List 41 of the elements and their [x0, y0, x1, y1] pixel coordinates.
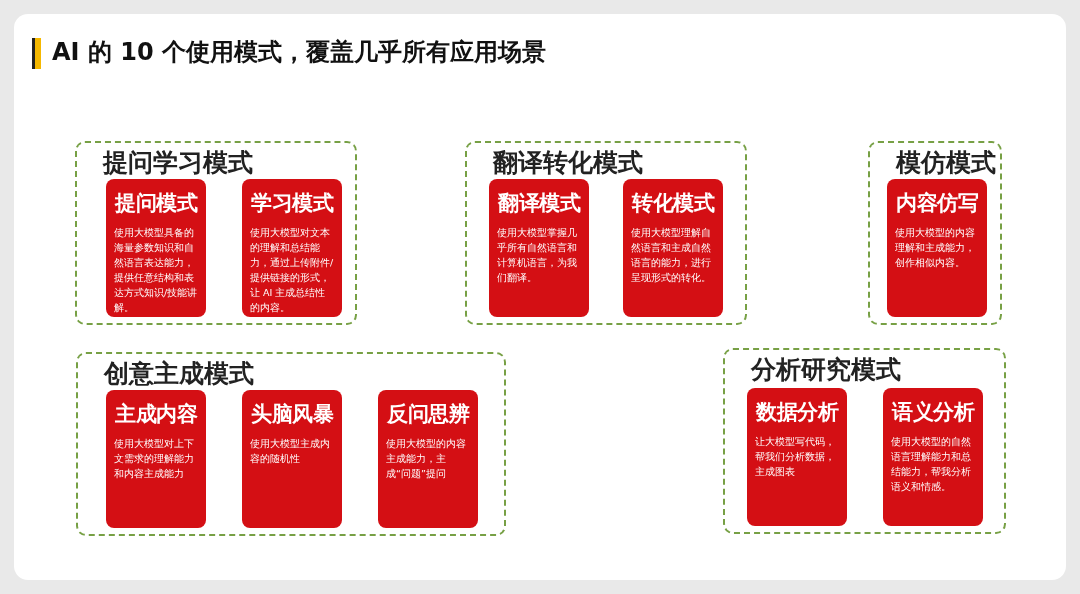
- card-description: 使用大模型具备的海量参数知识和自然语言表达能力，提供任意结构和表达方式知识/技能讲解。: [114, 226, 198, 315]
- mode-card: [747, 388, 847, 526]
- card-heading: 语义分析: [891, 399, 975, 426]
- group-heading: 分析研究模式: [751, 354, 901, 386]
- card-heading: 学习模式: [250, 190, 334, 217]
- title: AI 的 10 个使用模式，覆盖几乎所有应用场景: [52, 37, 546, 68]
- group-frame: [76, 352, 506, 536]
- card-heading: 翻译模式: [497, 190, 581, 217]
- group-heading: 模仿模式: [896, 147, 996, 179]
- group-heading: 翻译转化模式: [493, 147, 643, 179]
- card-description: 使用大模型主成内容的随机性: [250, 437, 331, 466]
- mode-card: [106, 390, 206, 528]
- mode-card: [378, 390, 478, 528]
- card-description: 使用大模型的自然语言理解能力和总结能力，帮我分析语义和情感。: [891, 435, 972, 494]
- card-heading: 主成内容: [114, 401, 198, 428]
- card-heading: 提问模式: [114, 190, 198, 217]
- card-description: 使用大模型的内容主成能力，主成“问题”提问: [386, 437, 467, 481]
- mode-card: [242, 179, 342, 317]
- card-description: 使用大模型理解自然语言和主成自然语言的能力，进行呈现形式的转化。: [631, 226, 712, 285]
- mode-card: [623, 179, 723, 317]
- card-heading: 转化模式: [631, 190, 715, 217]
- card-description: 使用大模型对上下文需求的理解能力和内容主成能力: [114, 437, 195, 481]
- mode-card: [887, 179, 987, 317]
- mode-card: [106, 179, 206, 317]
- group-frame: [465, 141, 747, 325]
- card-description: 使用大模型对文本的理解和总结能力，通过上传附件/提供链接的形式，让 AI 主成总结性的内容。: [250, 226, 334, 315]
- mode-card: [242, 390, 342, 528]
- group-heading: 创意主成模式: [104, 358, 254, 390]
- card-description: 使用大模型的内容理解和主成能力，创作相似内容。: [895, 226, 976, 270]
- card-heading: 数据分析: [755, 399, 839, 426]
- group-frame: [868, 141, 1002, 325]
- card-description: 使用大模型掌握几乎所有自然语言和计算机语言，为我们翻译。: [497, 226, 578, 285]
- group-frame: [723, 348, 1006, 534]
- group-heading: 提问学习模式: [103, 147, 253, 179]
- mode-card: [883, 388, 983, 526]
- mode-card: [489, 179, 589, 317]
- group-frame: [75, 141, 357, 325]
- card-heading: 反问思辨: [386, 401, 470, 428]
- card-description: 让大模型写代码，帮我们分析数据，主成图表: [755, 435, 836, 479]
- card-heading: 内容仿写: [895, 190, 979, 217]
- card-heading: 头脑风暴: [250, 401, 334, 428]
